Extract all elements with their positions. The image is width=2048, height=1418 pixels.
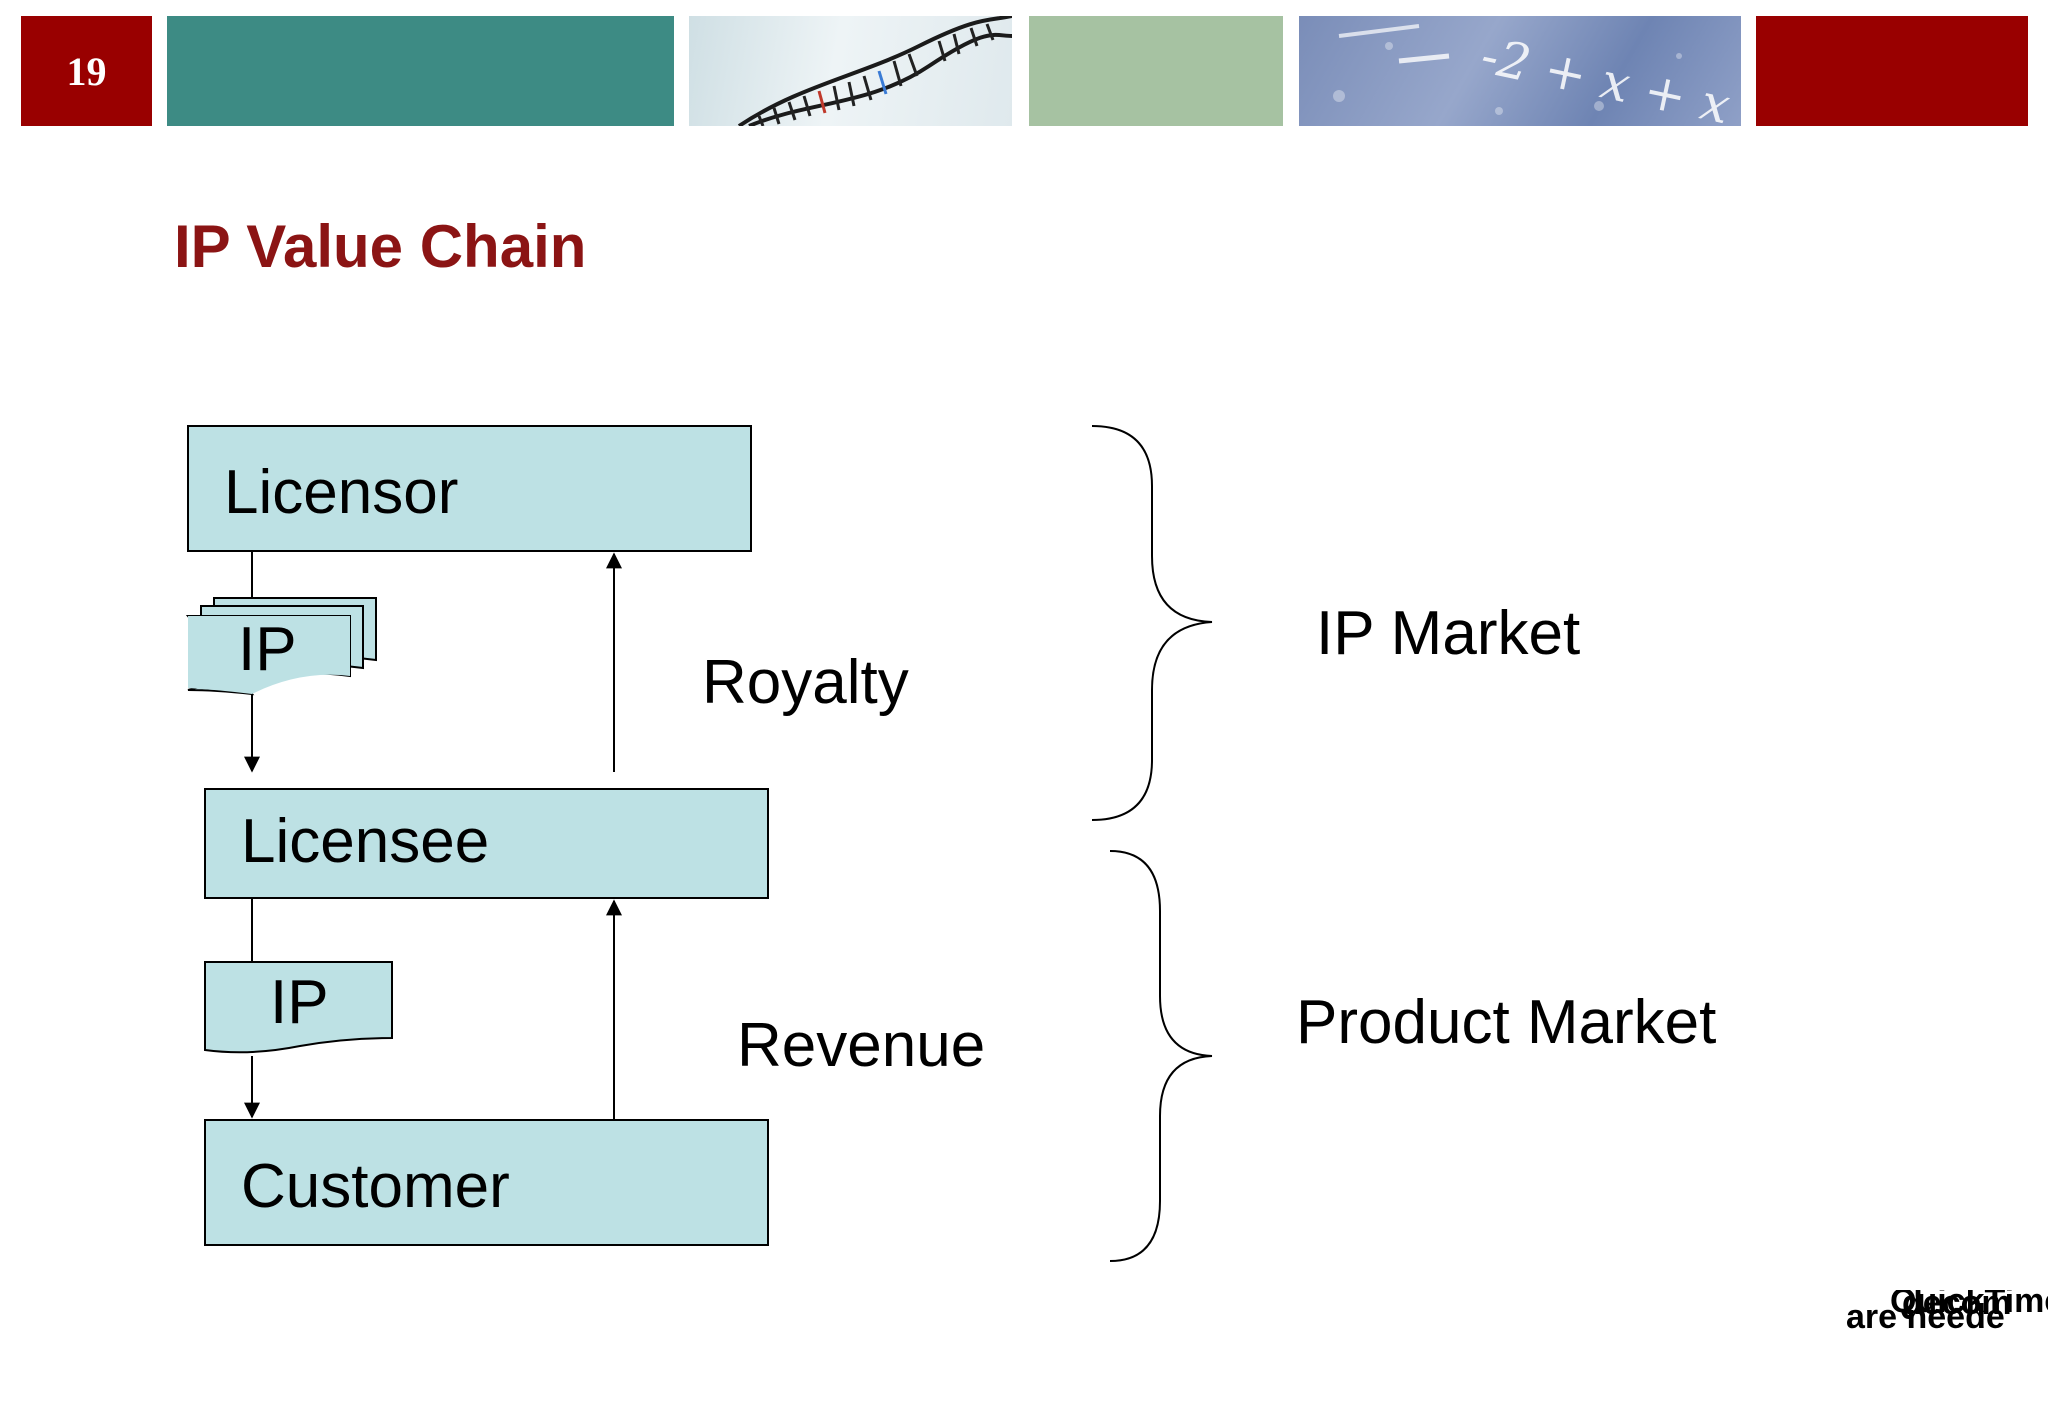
quicktime-placeholder-text: QuickTime decom are neede xyxy=(1846,1290,2048,1338)
banner-teal-block xyxy=(167,16,674,126)
ip-document-icon xyxy=(204,961,393,1054)
math-formula-graphic: -2 + x + x xyxy=(1333,24,1735,126)
slide-title: IP Value Chain xyxy=(174,213,587,280)
product-market-brace xyxy=(1109,850,1213,1262)
product-market-label: Product Market xyxy=(1296,988,1716,1057)
dna-helix-graphic xyxy=(737,16,1012,126)
licensee-label: Licensee xyxy=(241,807,489,876)
slide-number: 19 xyxy=(66,48,107,94)
ip-market-brace xyxy=(1091,425,1213,821)
quicktime-line-2: are neede xyxy=(1846,1298,2005,1336)
banner-math-image: -2 + x + x xyxy=(1299,16,1741,126)
ip-doc-label: IP xyxy=(270,968,329,1037)
banner-red-block xyxy=(1756,16,2028,126)
ip-stack-label: IP xyxy=(238,615,297,684)
ip-document-stack-icon xyxy=(185,597,377,696)
licensor-box xyxy=(187,425,752,552)
customer-box xyxy=(204,1119,769,1246)
banner-sage-block xyxy=(1029,16,1283,126)
licensor-label: Licensor xyxy=(224,458,458,527)
royalty-label: Royalty xyxy=(702,648,909,717)
slide-number-box: 19 xyxy=(21,16,152,126)
customer-label: Customer xyxy=(241,1152,510,1221)
ip-market-label: IP Market xyxy=(1316,599,1580,668)
revenue-label: Revenue xyxy=(737,1011,985,1080)
banner-dna-image xyxy=(689,16,1012,126)
licensee-box xyxy=(204,788,769,899)
